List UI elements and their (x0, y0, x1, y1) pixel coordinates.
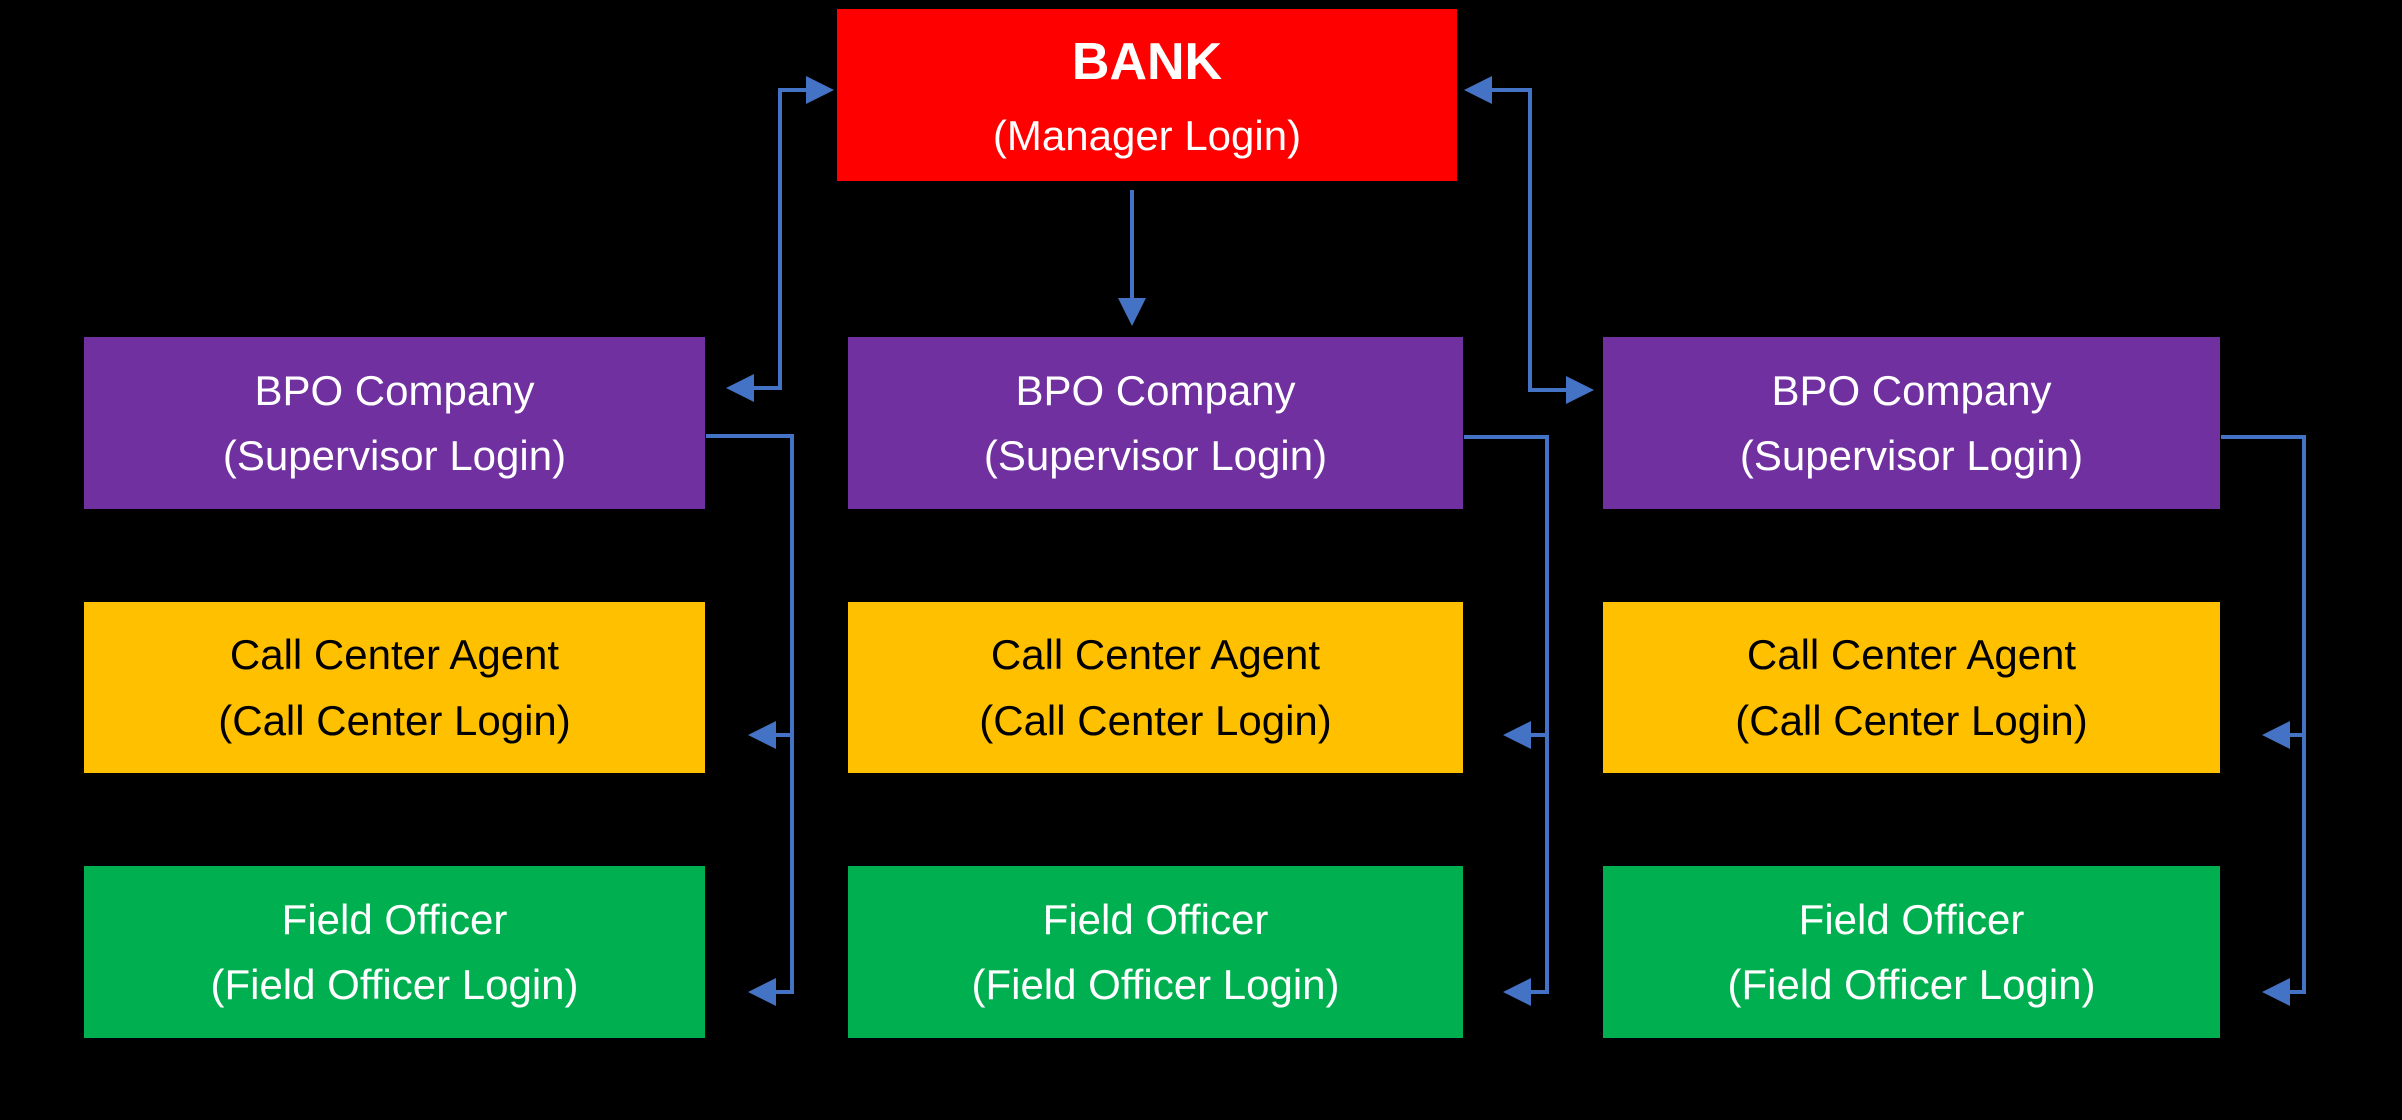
field-officer-right-title: Field Officer (1798, 895, 2025, 943)
field-officer-left-subtitle: (Field Officer Login) (210, 961, 579, 1008)
arrowhead-into-bpo-right (1566, 376, 1594, 404)
field-officer-node-middle: Field Officer (Field Officer Login) (848, 866, 1463, 1038)
bpo-node-right: BPO Company (Supervisor Login) (1603, 337, 2220, 509)
bank-node: BANK (Manager Login) (837, 9, 1457, 181)
field-officer-middle-subtitle: (Field Officer Login) (971, 961, 1340, 1008)
arrowhead-into-field-officer-left (748, 978, 776, 1006)
bank-title: BANK (1071, 33, 1223, 92)
bank-subtitle: (Manager Login) (992, 111, 1302, 159)
bpo-middle-title: BPO Company (1015, 366, 1296, 414)
call-center-right-subtitle: (Call Center Login) (1735, 696, 2088, 744)
call-center-node-right: Call Center Agent (Call Center Login) (1603, 602, 2220, 773)
bpo-left-title: BPO Company (254, 366, 535, 414)
bpo-left-subtitle: (Supervisor Login) (222, 432, 567, 479)
call-center-middle-subtitle: (Call Center Login) (979, 696, 1332, 744)
arrowhead-into-field-officer-right (2262, 978, 2290, 1006)
arrowhead-into-call-center-middle (1503, 721, 1531, 749)
arrowhead-into-field-officer-middle (1503, 978, 1531, 1006)
field-officer-right-subtitle: (Field Officer Login) (1727, 961, 2096, 1008)
bpo-node-middle: BPO Company (Supervisor Login) (848, 337, 1463, 509)
call-center-node-left: Call Center Agent (Call Center Login) (84, 602, 705, 773)
bpo-middle-subtitle: (Supervisor Login) (983, 432, 1328, 479)
call-center-node-middle: Call Center Agent (Call Center Login) (848, 602, 1463, 773)
arrowhead-into-bpo-middle (1118, 298, 1146, 326)
call-center-left-subtitle: (Call Center Login) (218, 696, 571, 744)
connector-bpo-right-downstream (2221, 435, 2306, 1006)
arrowhead-into-call-center-right (2262, 721, 2290, 749)
connector-bpo-left-trunk (706, 434, 794, 994)
arrowhead-into-bank-left (806, 76, 834, 104)
field-officer-node-left: Field Officer (Field Officer Login) (84, 866, 705, 1038)
field-officer-middle-title: Field Officer (1042, 895, 1269, 943)
call-center-left-title: Call Center Agent (229, 631, 560, 679)
bpo-right-title: BPO Company (1771, 366, 2052, 414)
bpo-right-subtitle: (Supervisor Login) (1739, 432, 2084, 479)
connector-bank-bpo-left-shaft (754, 88, 806, 390)
arrowhead-into-call-center-left (748, 721, 776, 749)
bpo-node-left: BPO Company (Supervisor Login) (84, 337, 705, 509)
arrowhead-into-bank-right (1464, 76, 1492, 104)
field-officer-node-right: Field Officer (Field Officer Login) (1603, 866, 2220, 1038)
connector-bank-bpo-right (1464, 76, 1594, 404)
arrowhead-into-bpo-left (726, 374, 754, 402)
call-center-middle-title: Call Center Agent (990, 631, 1321, 679)
call-center-right-title: Call Center Agent (1746, 631, 2077, 679)
field-officer-left-title: Field Officer (281, 895, 508, 943)
connector-bpo-middle-trunk (1464, 435, 1549, 994)
connector-bank-bpo-right-shaft (1492, 88, 1566, 392)
connector-bpo-left-downstream (706, 434, 794, 1006)
connector-bank-bpo-middle (1118, 190, 1146, 326)
connector-bpo-right-trunk (2221, 435, 2306, 994)
connector-bpo-middle-downstream (1464, 435, 1549, 1006)
connector-bank-bpo-left (726, 76, 834, 402)
